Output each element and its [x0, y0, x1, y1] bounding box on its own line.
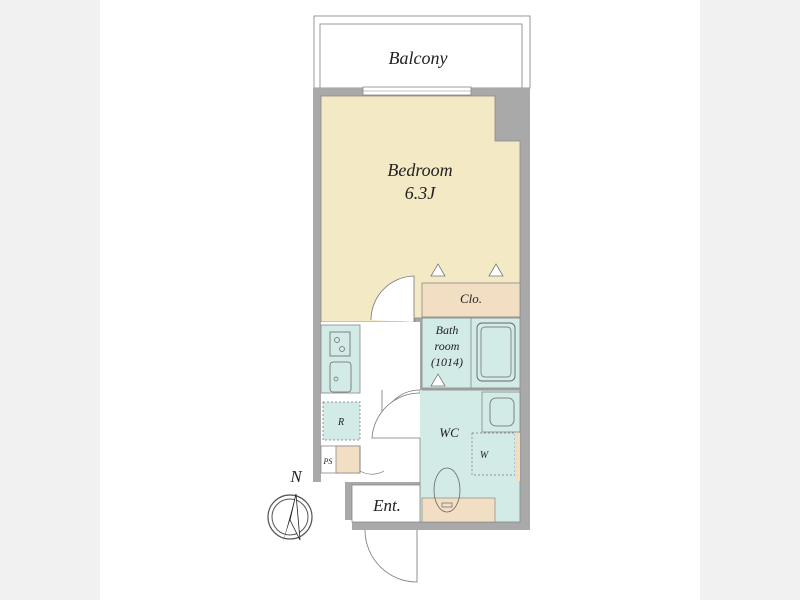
bath-label-3: (1014) [431, 355, 463, 369]
entrance [351, 484, 421, 523]
balcony-label: Balcony [389, 48, 448, 68]
bedroom-size: 6.3J [405, 183, 437, 203]
bedroom-label: Bedroom [387, 160, 452, 180]
wc-label: WC [439, 425, 459, 440]
wc [381, 389, 521, 523]
entrance-door [364, 529, 418, 583]
pipe-space-label: PS [323, 457, 333, 466]
compass-north-label: N [289, 467, 303, 486]
bathroom [421, 317, 521, 389]
refrigerator-label: R [337, 417, 344, 428]
entrance-label: Ent. [372, 496, 401, 515]
balcony [313, 15, 531, 89]
kitchen [320, 324, 361, 394]
closet-label: Clo. [460, 291, 482, 306]
washer-label: W [480, 450, 490, 461]
bath-label-2: room [435, 339, 460, 353]
bath-label-1: Bath [436, 323, 459, 337]
refrigerator-space [322, 401, 361, 441]
closet [421, 282, 521, 318]
compass [267, 493, 313, 542]
